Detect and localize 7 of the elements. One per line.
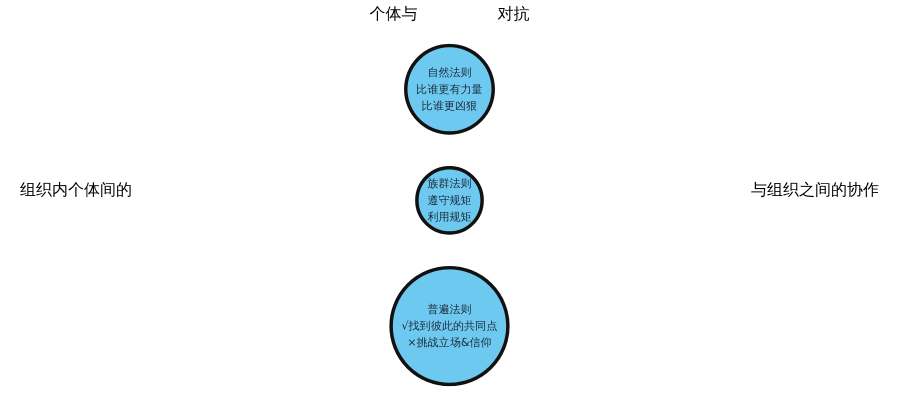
node-circle: 普遍法则 √找到彼此的共同点 ×挑战立场&信仰 (389, 266, 510, 386)
node-circle: 自然法则 比谁更有力量 比谁更凶狠 (404, 44, 495, 135)
curved-caption: 与组织之间的协作 (751, 180, 879, 199)
curved-caption: 组织内个体间的 (20, 180, 132, 199)
node-circle: 族群法则 遵守规矩 利用规矩 (415, 166, 484, 235)
curved-caption: 对抗 (498, 4, 530, 23)
curved-caption: 个体与 (370, 4, 418, 23)
